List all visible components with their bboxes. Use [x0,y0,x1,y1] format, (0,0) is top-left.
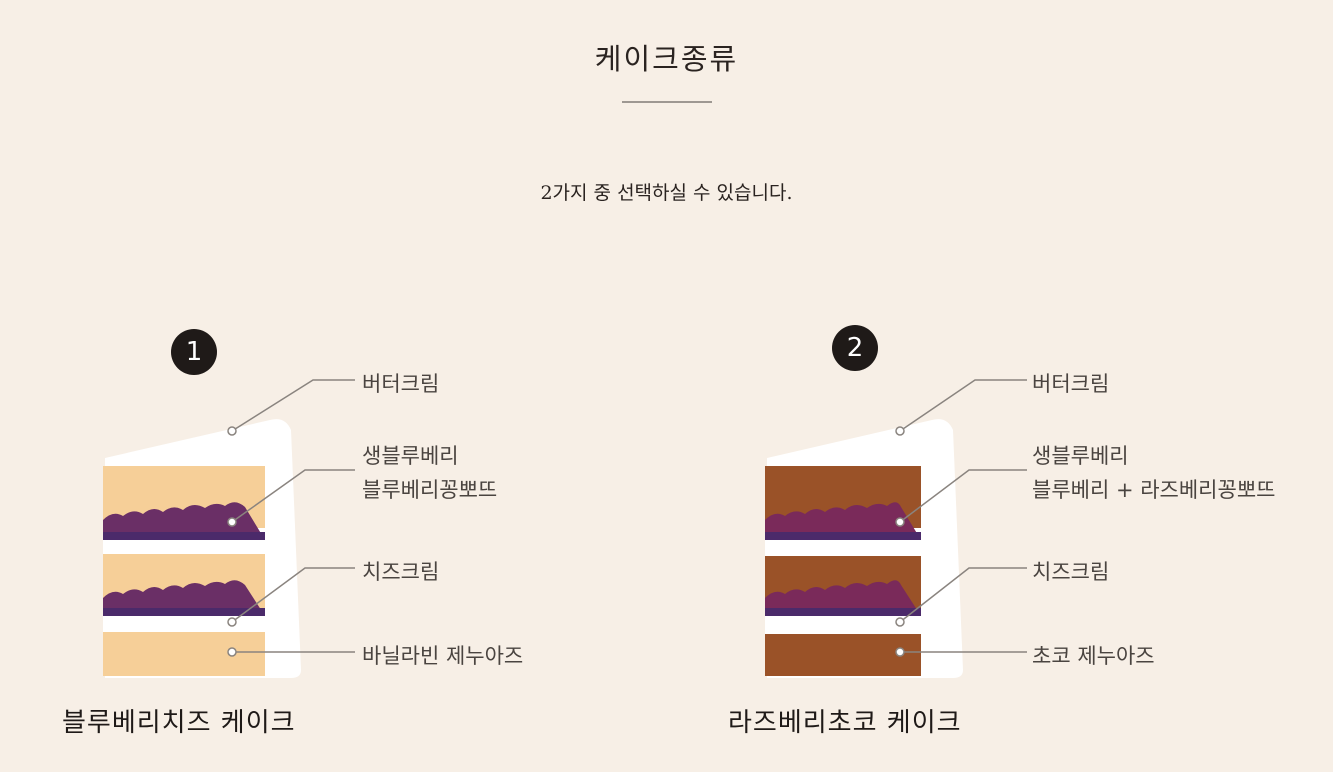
cake-1-name: 블루베리치즈 케이크 [62,708,296,738]
title-divider [622,101,712,103]
cake-2-dot-berry [895,517,905,527]
cake-2-number-badge: 2 [832,325,878,371]
cake-1-number-badge: 1 [171,329,217,375]
page-subtitle: 2가지 중 선택하실 수 있습니다. [540,182,793,204]
cake-1-berry-layer-middle [103,580,265,616]
cake-2-label-buttercream: 버터크림 [1032,372,1110,396]
cake-1-sponge-bottom [103,632,265,676]
cake-2-dot-cheese [895,617,905,627]
cake-1-dot-buttercream [227,426,237,436]
cake-2-illustration [765,379,1027,678]
cake-1-label-buttercream: 버터크림 [362,372,440,396]
cake-1-berry-layer-top [103,502,265,540]
cake-2-dot-buttercream [895,426,905,436]
cake-1-label-genoise: 바닐라빈 제누아즈 [362,644,524,668]
cake-2-label-compote: 블루베리 + 라즈베리꽁뽀뜨 [1032,478,1276,502]
cake-1-label-fresh-berry: 생블루베리 [362,444,459,468]
page-title: 케이크종류 [594,42,739,76]
cake-2-sponge-bottom [765,634,921,676]
cake-2-berry-layer-middle [765,580,921,616]
cake-1-dot-berry [227,517,237,527]
cake-1-dot-genoise [227,647,237,657]
cake-2-berry-layer-top [765,502,921,540]
cake-2-label-fresh-berry: 생블루베리 [1032,444,1129,468]
cake-1-label-cheese-cream: 치즈크림 [362,560,440,584]
cake-1-dot-cheese [227,617,237,627]
cake-1-illustration [103,379,355,678]
cake-2-name: 라즈베리초코 케이크 [728,708,962,738]
cake-2-label-cheese-cream: 치즈크림 [1032,560,1110,584]
cake-1-label-compote: 블루베리꽁뽀뜨 [362,478,498,502]
cake-2-dot-genoise [895,647,905,657]
cake-2-label-genoise: 초코 제누아즈 [1032,644,1155,668]
